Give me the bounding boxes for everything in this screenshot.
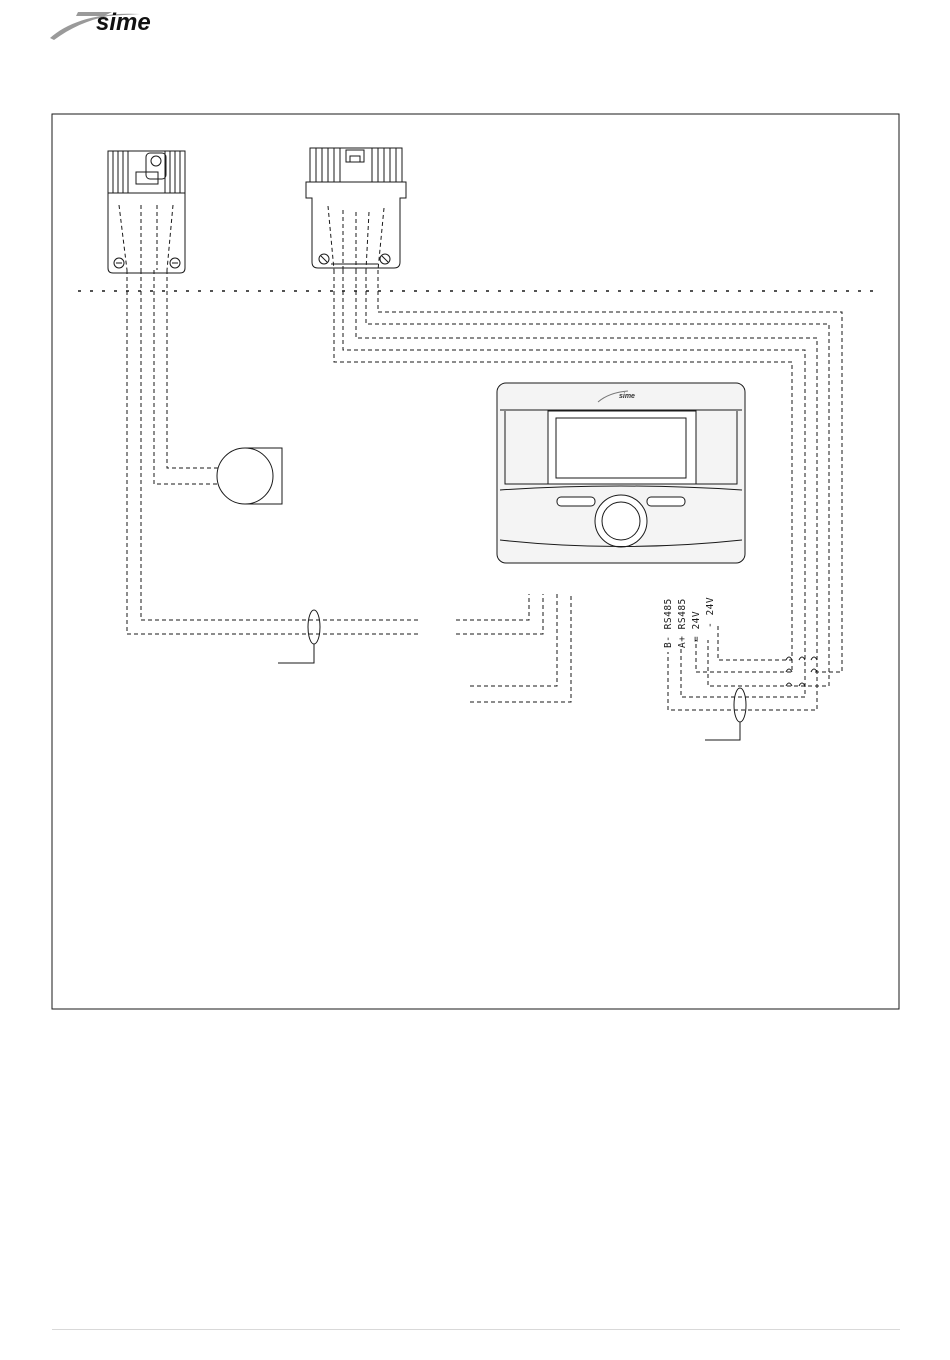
label-24v-a: = 24V [691, 611, 702, 642]
rotary-knob-inner [602, 502, 640, 540]
diagram-frame [52, 114, 899, 1009]
display-screen [548, 411, 696, 484]
label-24v-b: - 24V [705, 597, 716, 628]
left-key [557, 497, 595, 506]
device-brand-label: sime [619, 393, 635, 400]
cable-gland-right [734, 688, 746, 722]
label-a-plus-rs485: A+ RS485 [677, 598, 688, 648]
connector-5pin [306, 148, 406, 270]
label-b-minus-rs485: B- RS485 [663, 598, 674, 648]
right-key [647, 497, 685, 506]
footer-rule [52, 1329, 900, 1330]
connector-2pin [108, 151, 185, 273]
control-panel [497, 383, 745, 563]
cable-gland-left [308, 610, 320, 644]
outdoor-sensor [217, 448, 282, 504]
